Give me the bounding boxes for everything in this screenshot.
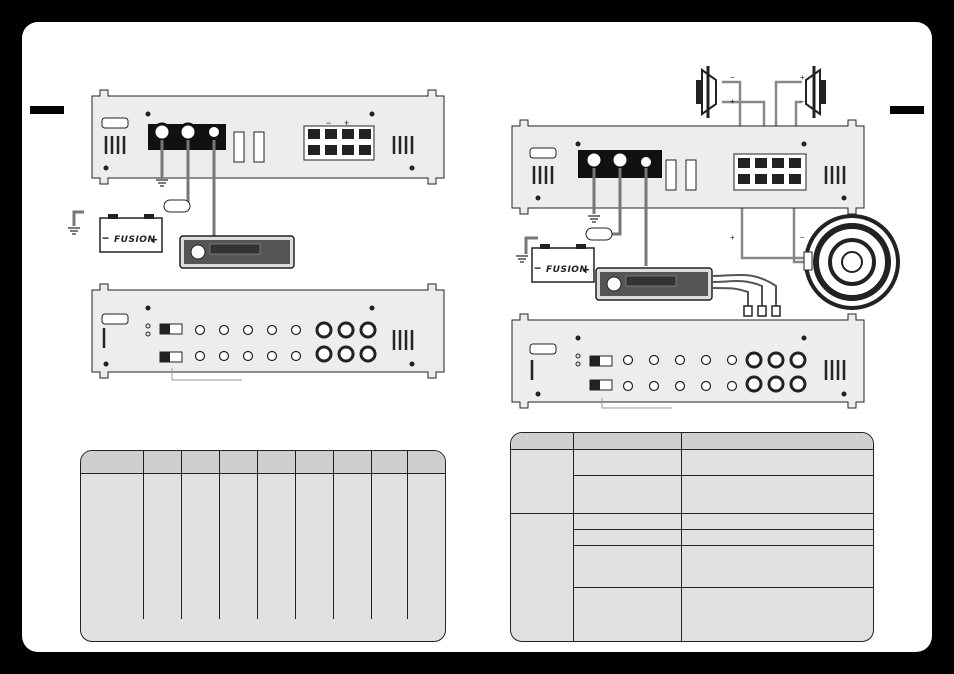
- left-battery-logo: FUSION: [114, 235, 155, 245]
- rca-cables: [711, 273, 777, 310]
- right-troubleshooting-table: [510, 432, 874, 642]
- subwoofer: [803, 214, 900, 310]
- terminal-minus-label: −: [326, 118, 331, 128]
- speaker-left-minus: −: [730, 73, 735, 82]
- right-table-header-row: [511, 433, 873, 450]
- speaker-left-plus: +: [730, 97, 735, 106]
- right-battery-minus: −: [534, 261, 541, 275]
- inline-fuse: [163, 199, 191, 213]
- terminal-plus-label: +: [344, 118, 349, 128]
- right-full-range-speaker: [805, 66, 826, 118]
- left-page-tab: [30, 106, 64, 114]
- right-inline-fuse: [585, 227, 613, 241]
- right-head-unit: [595, 267, 713, 301]
- left-amplifier-top: [91, 89, 445, 185]
- sub-plus-label: +: [730, 233, 735, 242]
- right-battery-plus: +: [582, 262, 590, 277]
- right-amplifier-bottom: [511, 313, 865, 409]
- right-battery: [531, 244, 595, 283]
- sub-minus-label: −: [800, 233, 805, 242]
- wiring-diagrams: − + FUSION − +: [68, 66, 900, 409]
- speaker-right-plus: +: [800, 73, 805, 82]
- right-battery-logo: FUSION: [546, 265, 587, 275]
- left-amplifier-bottom: [91, 283, 445, 379]
- speaker-right-minus: −: [800, 97, 805, 106]
- manual-page: − + FUSION − +: [22, 22, 932, 652]
- right-amplifier-top: [511, 119, 865, 215]
- left-battery: [99, 214, 163, 253]
- left-specification-table: [80, 450, 446, 642]
- left-head-unit: [179, 235, 295, 269]
- right-page-tab: [890, 106, 924, 114]
- left-full-range-speaker: [696, 66, 717, 118]
- left-table-header-row: [81, 451, 445, 474]
- left-battery-plus: +: [150, 232, 158, 247]
- left-battery-minus: −: [102, 231, 109, 245]
